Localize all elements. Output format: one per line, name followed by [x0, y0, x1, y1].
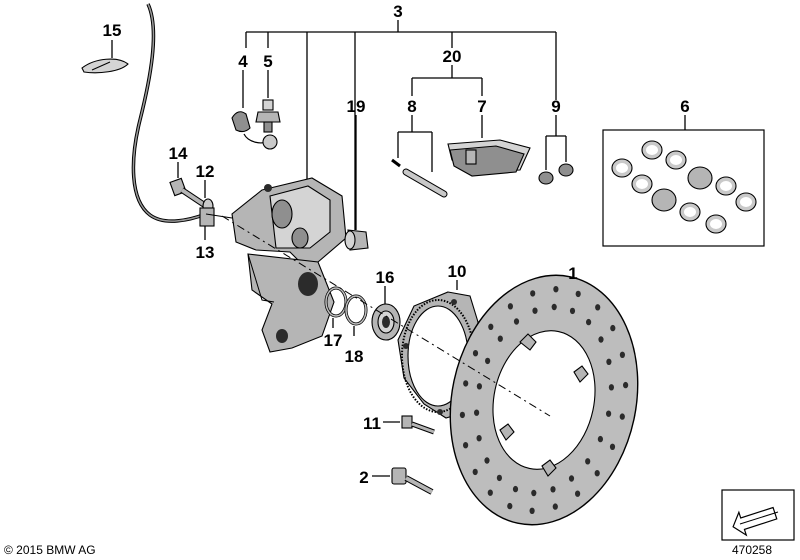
disc-hole	[472, 468, 478, 476]
disc-hole	[529, 507, 535, 514]
disc-hole	[474, 409, 480, 416]
disc-hole	[532, 307, 538, 314]
disc-hole	[608, 384, 615, 391]
disc-hole	[552, 503, 558, 510]
disc-hole	[619, 351, 626, 358]
disc-hole	[463, 442, 469, 449]
callout-14: 14	[169, 144, 188, 163]
callout-10: 10	[448, 262, 467, 281]
disc-hole	[488, 323, 494, 330]
brake-pads-7	[447, 139, 531, 177]
disc-hole	[512, 485, 519, 493]
disc-hole	[484, 457, 490, 464]
callout-6: 6	[680, 97, 689, 116]
leader-lines	[111, 20, 686, 477]
disc-hole	[476, 383, 482, 390]
disc-hole	[586, 318, 592, 326]
circlip-17	[324, 286, 348, 318]
disc-hole	[513, 318, 520, 325]
pad-pin-8	[391, 158, 448, 198]
callout-20: 20	[443, 47, 462, 66]
bearing-16	[371, 303, 401, 341]
disc-hole	[575, 490, 581, 497]
disc-hole	[575, 290, 581, 298]
callout-2: 2	[359, 468, 368, 487]
seals-9	[538, 163, 574, 185]
seal-kit-6	[602, 129, 765, 247]
disc-hole	[550, 486, 556, 493]
callout-1: 1	[568, 264, 577, 283]
disc-hole	[530, 290, 536, 297]
direction-arrow-icon	[721, 489, 795, 541]
disc-hole	[619, 413, 625, 420]
callout-17: 17	[324, 331, 343, 350]
disc-hole	[598, 336, 604, 343]
disc-hole	[610, 324, 616, 332]
disc-hole	[485, 357, 491, 365]
brake-disc-1	[449, 274, 639, 526]
disc-hole	[597, 435, 604, 443]
callout-16: 16	[376, 268, 395, 287]
callout-13: 13	[196, 243, 215, 262]
callout-12: 12	[196, 162, 215, 181]
callout-8: 8	[407, 97, 416, 116]
disc-hole	[568, 475, 575, 482]
callout-3: 3	[393, 2, 402, 21]
brake-caliper	[231, 177, 347, 263]
disc-hole	[594, 470, 600, 477]
callout-9: 9	[551, 97, 560, 116]
disc-hole	[472, 350, 479, 357]
callout-labels: 3 15 4 5 20 19 8 7 9 6 14 12 13 10 1 16 …	[103, 2, 690, 487]
circlip-18	[344, 294, 368, 326]
disc-hole	[606, 358, 612, 365]
bushing-19	[344, 229, 369, 251]
disc-bolt-2	[391, 467, 434, 495]
disc-hole	[623, 381, 629, 389]
screw-11	[401, 415, 435, 435]
disc-hole	[507, 303, 513, 310]
callout-4: 4	[238, 52, 248, 71]
disc-hole	[595, 304, 601, 311]
callout-7: 7	[477, 97, 486, 116]
disc-hole	[487, 489, 493, 496]
caliper-carrier	[247, 253, 335, 353]
disc-hole	[609, 443, 616, 450]
disc-hole	[531, 489, 537, 497]
callout-11: 11	[363, 414, 381, 433]
disc-hole	[476, 435, 482, 442]
cable-tie	[81, 58, 129, 74]
disc-hole	[551, 303, 557, 311]
disc-hole	[463, 380, 469, 387]
bleed-screw-5	[255, 99, 281, 150]
center-axis	[221, 215, 551, 417]
callout-18: 18	[345, 347, 364, 366]
bolt-14	[169, 177, 208, 209]
diagram-number: 470258	[732, 543, 772, 557]
disc-hole	[497, 335, 503, 342]
sensor-cable	[131, 3, 207, 223]
disc-hole	[606, 410, 612, 417]
copyright-text: © 2015 BMW AG	[4, 543, 96, 557]
callout-19: 19	[347, 97, 366, 116]
disc-hole	[496, 474, 502, 482]
speed-sensor-13	[199, 207, 233, 227]
disc-hole	[569, 307, 576, 315]
callout-5: 5	[263, 52, 272, 71]
disc-hole	[553, 286, 559, 293]
callout-15: 15	[103, 21, 122, 40]
disc-hole	[585, 458, 591, 465]
disc-hole	[507, 502, 513, 510]
disc-hole	[459, 411, 465, 419]
